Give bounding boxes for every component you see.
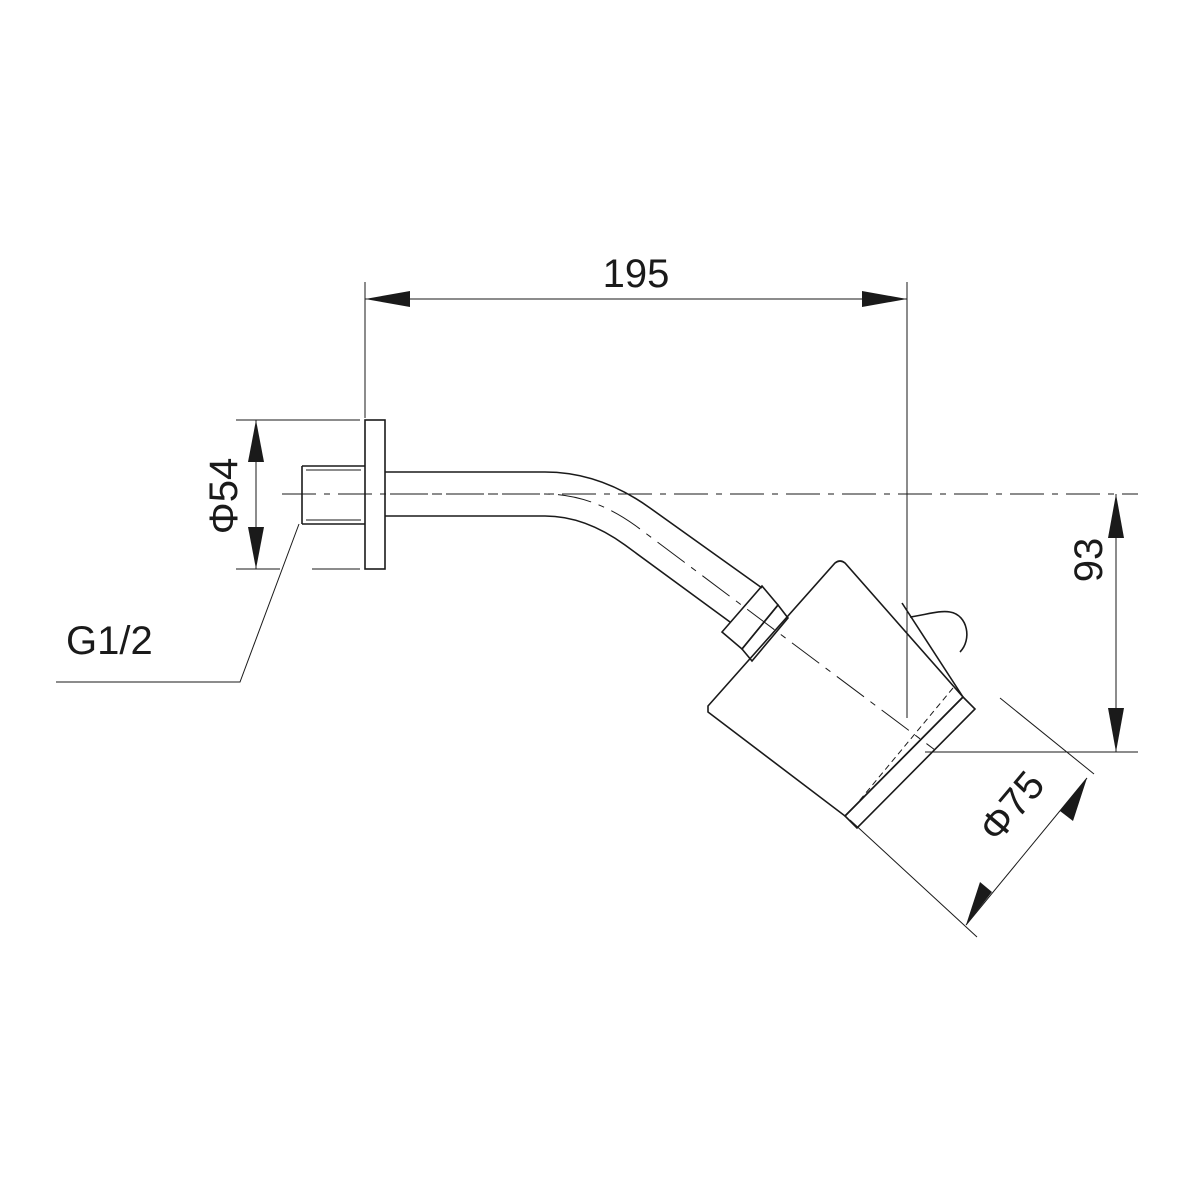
shower-arm <box>385 471 936 751</box>
label-flange: Φ54 <box>202 458 246 534</box>
spray-nozzles <box>854 687 954 807</box>
ball-joint-nut <box>720 584 790 663</box>
arrow-lower <box>966 882 992 925</box>
extension-line-upper <box>999 697 1095 775</box>
threaded-nipple <box>301 465 365 525</box>
dimension-length: 195 <box>364 252 908 718</box>
arrow-top <box>1108 494 1124 538</box>
arrow-upper <box>1060 778 1087 821</box>
dimension-line-head <box>965 777 1088 926</box>
arrow-bottom <box>248 527 264 569</box>
selector-lever <box>909 610 968 653</box>
extension-line-lower <box>849 819 978 938</box>
label-thread: G1/2 <box>66 619 153 663</box>
arrow-left <box>365 291 410 307</box>
spray-face <box>843 695 977 830</box>
arrow-bottom <box>1108 708 1124 752</box>
dimension-head: Φ75 <box>849 697 1095 938</box>
label-drop: 93 <box>1067 538 1111 583</box>
arrow-top <box>248 420 264 462</box>
leader-line <box>56 523 300 683</box>
label-length: 195 <box>603 252 670 296</box>
label-head: Φ75 <box>971 763 1054 850</box>
arrow-right <box>862 291 907 307</box>
shower-head <box>707 560 977 830</box>
dimension-drop: 93 <box>925 494 1138 753</box>
wall-flange <box>364 419 386 570</box>
dimension-flange: Φ54 <box>202 419 360 570</box>
thread-callout: G1/2 <box>56 523 300 683</box>
